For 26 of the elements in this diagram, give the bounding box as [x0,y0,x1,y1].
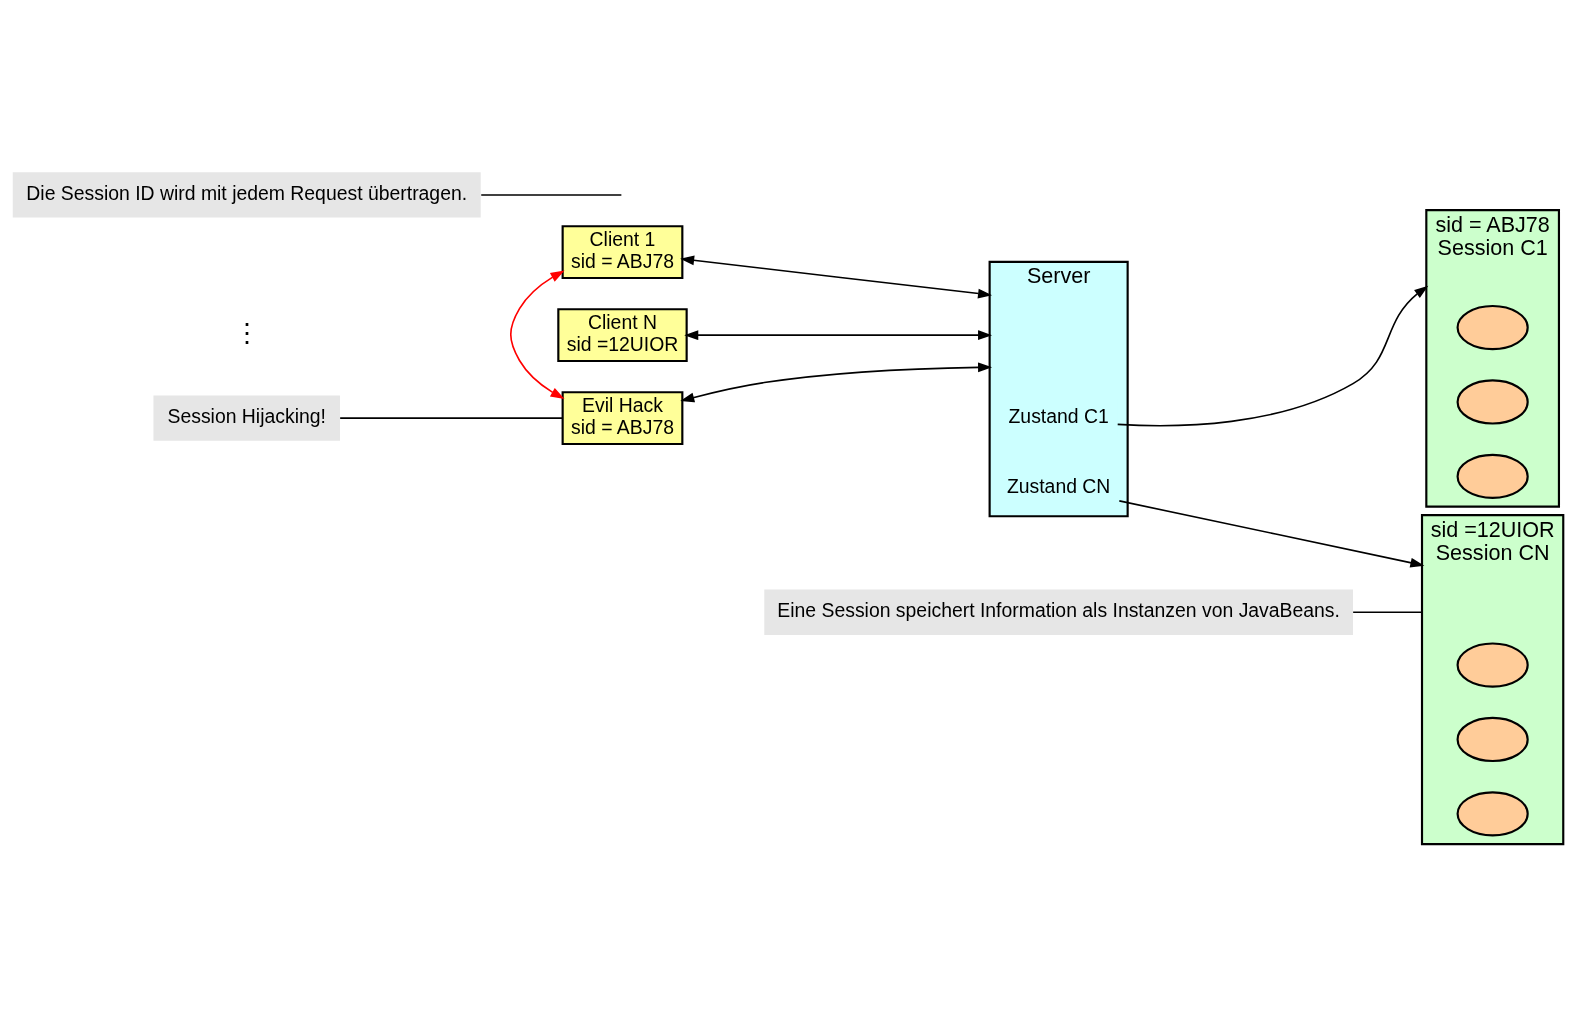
node-box: Client 1 sid = ABJ78 [561,225,684,280]
node-text: Zustand C1 [1008,404,1109,427]
label: ⋮ [233,318,260,347]
node-ellipse [1456,304,1529,351]
node-ellipse [1456,642,1529,688]
arrow [1118,500,1425,568]
node-box: Eine Session speichert Information als Instanzen von JavaBeans. [764,589,1353,635]
node-box: Client N sid =12UIOR [557,308,688,363]
node-box: Die Session ID wird mit jedem Request übertragen. [12,172,481,218]
node-ellipse [1456,453,1529,499]
connector [1352,611,1423,614]
arrow [509,270,565,400]
arrow [680,362,993,403]
node-ellipse [1456,791,1529,837]
node-ellipse [1456,379,1529,425]
connector [480,194,623,196]
connector [339,417,564,419]
arrow [684,330,993,341]
cluster: sid =12UIOR Session CN [1420,514,1565,846]
node-box: Evil Hack sid = ABJ78 [561,391,684,446]
node-ellipse [1456,716,1529,763]
node-box: Session Hijacking! [153,395,340,441]
node-text: Zustand CN [1006,474,1111,497]
arrow [1116,285,1429,427]
cluster: sid = ABJ78 Session C1 [1425,208,1561,508]
arrow [680,255,993,299]
